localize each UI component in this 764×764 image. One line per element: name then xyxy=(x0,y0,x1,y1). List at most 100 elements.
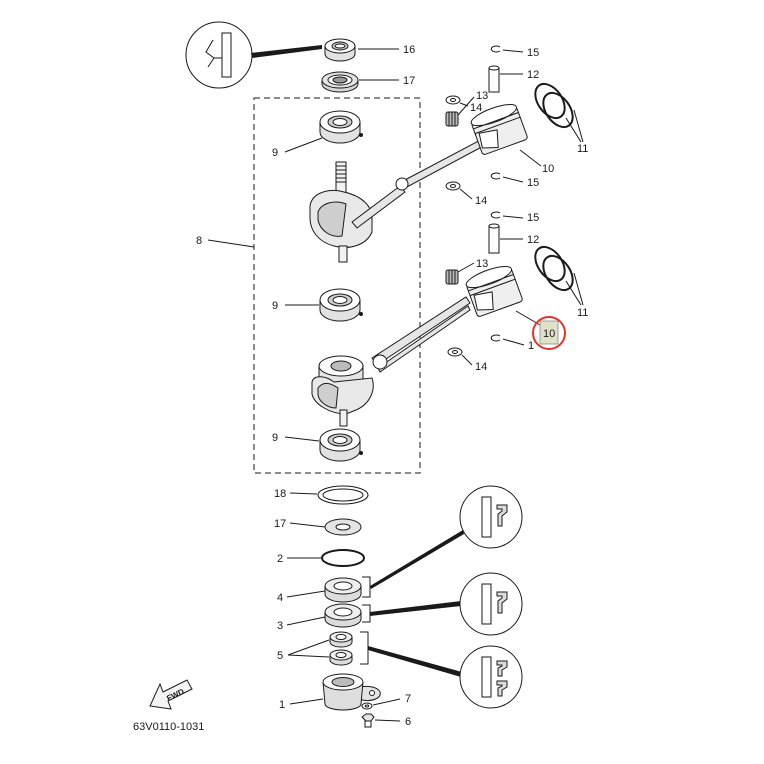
part-label-5[interactable]: 5 xyxy=(277,650,283,662)
part-label-9[interactable]: 9 xyxy=(272,300,278,312)
part-15-clip-3 xyxy=(490,211,501,219)
part-15-clip-4 xyxy=(490,334,501,342)
part-14-washer-3 xyxy=(447,347,463,357)
diagram-code: 63V0110-1031 xyxy=(133,721,204,733)
crank-shaft-mid xyxy=(338,245,348,263)
piston-lower xyxy=(465,266,523,317)
part-label-15[interactable]: 15 xyxy=(527,47,539,59)
bracket-5 xyxy=(360,631,369,665)
leader-line-11c xyxy=(565,280,582,306)
leader-line-18 xyxy=(289,492,318,495)
leader-line-14-3 xyxy=(461,354,473,366)
part-label-4[interactable]: 4 xyxy=(277,592,283,604)
part-label-3[interactable]: 3 xyxy=(277,620,283,632)
callout-clip xyxy=(205,39,222,68)
part-7-washer xyxy=(361,702,373,710)
part-11-piston-rings-lower xyxy=(534,245,574,292)
part-label-18[interactable]: 18 xyxy=(274,488,286,500)
part-9-bearing-middle xyxy=(319,288,363,322)
part-label-10-highlighted[interactable]: 10 xyxy=(543,328,555,340)
leader-line-7 xyxy=(372,698,401,706)
crankshaft-lower xyxy=(311,355,374,427)
callout-pin xyxy=(221,32,232,78)
detail-callout-seal-4 xyxy=(459,485,523,549)
leader-line-11b xyxy=(573,109,584,143)
highlight-ring xyxy=(532,316,566,350)
part-label-17[interactable]: 17 xyxy=(403,75,415,87)
leader-line-11d xyxy=(573,272,584,306)
callout-leader-4 xyxy=(370,530,464,589)
part-17-seal-lower xyxy=(324,518,362,536)
part-label-1[interactable]: 1 xyxy=(279,699,285,711)
detail-callout-top xyxy=(185,21,322,89)
part-label-11[interactable]: 11 xyxy=(577,307,588,319)
part-label-17[interactable]: 17 xyxy=(274,518,286,530)
part-label-10[interactable]: 10 xyxy=(542,163,554,175)
forward-arrow-icon: FWD xyxy=(149,679,193,710)
leader-line-9-bottom xyxy=(284,436,320,442)
part-13-needle-bearing-upper xyxy=(445,111,459,127)
part-label-12[interactable]: 12 xyxy=(527,234,539,246)
bracket-4 xyxy=(362,576,371,598)
part-16-bearing xyxy=(324,38,356,62)
part-label-14[interactable]: 14 xyxy=(475,361,487,373)
bracket-3 xyxy=(362,604,371,623)
callout-circle xyxy=(185,21,253,89)
crankshaft-upper xyxy=(309,161,373,263)
callout-leader xyxy=(251,45,322,58)
leader-line-5a xyxy=(287,639,330,656)
leader-line-13-lower xyxy=(457,262,475,273)
leader-line-6 xyxy=(374,719,401,722)
leader-line-15-4 xyxy=(502,338,525,346)
part-label-15[interactable]: 15 xyxy=(527,177,539,189)
callout-leader-3 xyxy=(370,601,461,616)
detail-callout-seal-3 xyxy=(459,572,523,636)
part-12-piston-pin-upper xyxy=(488,65,500,93)
part-5-oil-seal-b xyxy=(329,649,353,666)
leader-line-17-lower xyxy=(289,522,326,528)
assembly-boundary-8 xyxy=(253,97,421,474)
part-label-9[interactable]: 9 xyxy=(272,147,278,159)
spline-hatch xyxy=(336,165,346,183)
part-label-14[interactable]: 14 xyxy=(475,195,487,207)
part-17-oil-seal xyxy=(321,71,359,93)
piston-upper xyxy=(470,104,528,155)
part-9-bearing-bottom xyxy=(319,428,363,462)
part-label-11[interactable]: 11 xyxy=(577,143,588,155)
part-6-bolt xyxy=(361,713,375,728)
part-13-needle-bearing-lower xyxy=(445,269,459,285)
part-4-oil-seal xyxy=(324,577,362,603)
detail-callout-seal-5 xyxy=(459,645,523,709)
part-label-12[interactable]: 12 xyxy=(527,69,539,81)
part-15-clip-2 xyxy=(490,172,501,180)
leader-line-11a xyxy=(565,117,582,143)
part-label-6[interactable]: 6 xyxy=(405,716,411,728)
highlight-box xyxy=(539,320,559,345)
callout-leader-5 xyxy=(368,646,462,677)
part-11-piston-rings-upper xyxy=(534,82,574,129)
part-3-oil-seal xyxy=(324,603,362,628)
part-14-washer-2 xyxy=(445,181,461,191)
part-18-gasket xyxy=(317,485,369,505)
leader-line-4 xyxy=(286,590,326,598)
part-9-bearing-top xyxy=(319,110,363,144)
connecting-rod-upper xyxy=(351,136,490,229)
part-label-16[interactable]: 16 xyxy=(403,44,415,56)
part-label-13[interactable]: 13 xyxy=(476,90,488,102)
leader-line-10-upper xyxy=(519,149,542,167)
part-label-9[interactable]: 9 xyxy=(272,432,278,444)
leader-line-3 xyxy=(286,616,326,626)
leader-line-9-top xyxy=(284,137,323,153)
part-label-14[interactable]: 14 xyxy=(470,102,482,114)
part-label-15[interactable]: 15 xyxy=(527,212,539,224)
part-1-lower-housing xyxy=(322,673,381,711)
leader-line-5b xyxy=(287,654,330,658)
connecting-rod-lower xyxy=(371,296,471,373)
part-label-8[interactable]: 8 xyxy=(196,235,202,247)
part-label-15-partial[interactable]: 1 xyxy=(528,340,534,352)
part-label-2[interactable]: 2 xyxy=(277,553,283,565)
part-label-13[interactable]: 13 xyxy=(476,258,488,270)
part-label-7[interactable]: 7 xyxy=(405,693,411,705)
